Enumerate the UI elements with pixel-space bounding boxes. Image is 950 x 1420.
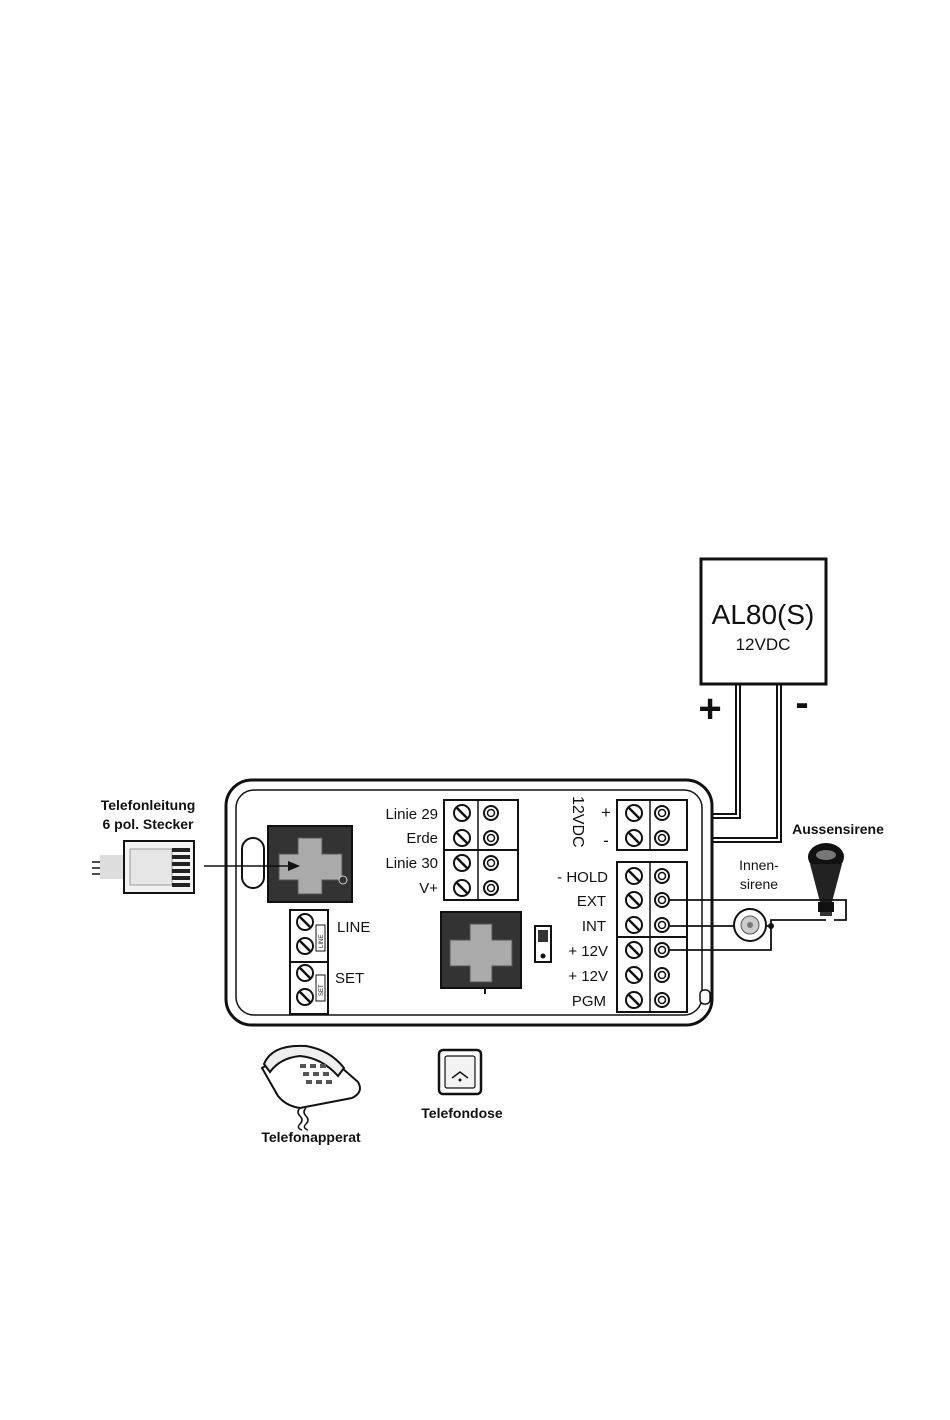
set-label: SET bbox=[335, 970, 364, 987]
power-supply: AL80(S) 12VDC bbox=[701, 559, 826, 684]
jumper bbox=[535, 926, 551, 962]
output-terminal-1-screw-icon bbox=[626, 868, 642, 884]
output-terminal-5-wire-hole-icon bbox=[655, 968, 669, 982]
indoor-siren-icon bbox=[734, 909, 766, 941]
phone-socket-label: Telefondose bbox=[421, 1105, 503, 1121]
terminal-label-12v-1: + 12V bbox=[568, 943, 608, 960]
terminal-label-linie-29: Linie 29 bbox=[385, 806, 438, 823]
telephone-label: Telefonapperat bbox=[261, 1129, 361, 1145]
line-set-terminal-4-screw-icon bbox=[297, 989, 313, 1005]
dc-terminal-2-wire-hole-icon bbox=[655, 831, 669, 845]
phone-socket-icon bbox=[439, 1050, 481, 1094]
lines-terminal-3-screw-icon bbox=[454, 855, 470, 871]
dc-terminal-1-wire-hole-icon bbox=[655, 806, 669, 820]
dc-block-label: 12VDC bbox=[569, 796, 586, 848]
rj-plug bbox=[92, 841, 194, 893]
lines-terminal-1-screw-icon bbox=[454, 805, 470, 821]
lines-terminal-block bbox=[444, 800, 518, 900]
terminal-label-linie-30: Linie 30 bbox=[385, 855, 438, 872]
indoor-siren-label: Innen- sirene bbox=[739, 857, 779, 892]
output-terminal-2-screw-icon bbox=[626, 892, 642, 908]
phone-line-label-1: Telefonleitung bbox=[101, 797, 196, 813]
output-terminal-6-screw-icon bbox=[626, 992, 642, 1008]
lines-terminal-4-wire-hole-icon bbox=[484, 881, 498, 895]
lines-terminal-1-wire-hole-icon bbox=[484, 806, 498, 820]
output-terminal-4-wire-hole-icon bbox=[655, 943, 669, 957]
indoor-siren-label-2: sirene bbox=[740, 876, 778, 892]
outdoor-siren-label: Aussensirene bbox=[792, 821, 884, 837]
terminal-label-int: INT bbox=[582, 918, 606, 935]
line-set-terminal-2-screw-icon bbox=[297, 938, 313, 954]
lines-terminal-2-screw-icon bbox=[454, 830, 470, 846]
phone-line-label-2: 6 pol. Stecker bbox=[102, 816, 194, 832]
rj-jack-line bbox=[268, 826, 352, 902]
terminal-label-erde: Erde bbox=[406, 830, 438, 847]
output-terminal-3-screw-icon bbox=[626, 917, 642, 933]
dc-terminal-2-screw-icon bbox=[626, 830, 642, 846]
dc-plus-label: + bbox=[601, 803, 611, 822]
minus-sign: - bbox=[795, 681, 808, 725]
lines-terminal-2-wire-hole-icon bbox=[484, 831, 498, 845]
output-terminal-3-wire-hole-icon bbox=[655, 918, 669, 932]
dc-terminal-1-screw-icon bbox=[626, 805, 642, 821]
phone-line-label: Telefonleitung 6 pol. Stecker bbox=[101, 797, 196, 832]
lines-terminal-3-wire-hole-icon bbox=[484, 856, 498, 870]
outdoor-siren-icon bbox=[808, 843, 844, 916]
line-set-terminal-block: LINE SET bbox=[290, 910, 328, 1014]
line-set-terminal-1-screw-icon bbox=[297, 914, 313, 930]
output-terminal-6-wire-hole-icon bbox=[655, 993, 669, 1007]
plus-sign: + bbox=[698, 687, 721, 731]
dc-minus-label: - bbox=[603, 831, 609, 850]
terminal-label-ext: EXT bbox=[577, 893, 606, 910]
output-terminal-1-wire-hole-icon bbox=[655, 869, 669, 883]
terminal-label-pgm: PGM bbox=[572, 993, 606, 1010]
output-terminal-5-screw-icon bbox=[626, 967, 642, 983]
terminal-label-v-plus: V+ bbox=[419, 880, 438, 897]
output-terminal-2-wire-hole-icon bbox=[655, 893, 669, 907]
indoor-siren-label-1: Innen- bbox=[739, 857, 779, 873]
outputs-terminal-block bbox=[617, 862, 687, 1012]
terminal-label-hold: - HOLD bbox=[557, 869, 608, 886]
set-chip-label: SET bbox=[319, 984, 325, 996]
output-terminal-4-screw-icon bbox=[626, 942, 642, 958]
terminal-label-12v-2: + 12V bbox=[568, 968, 608, 985]
lines-terminal-4-screw-icon bbox=[454, 880, 470, 896]
power-supply-voltage: 12VDC bbox=[736, 635, 791, 654]
line-set-terminal-3-screw-icon bbox=[297, 965, 313, 981]
line-label: LINE bbox=[337, 919, 370, 936]
power-supply-name: AL80(S) bbox=[712, 599, 815, 630]
dc-terminal-block bbox=[617, 800, 687, 850]
line-chip-label: LINE bbox=[319, 935, 325, 948]
mounting-slot bbox=[242, 838, 264, 888]
rj-jack-phone bbox=[441, 912, 521, 994]
telephone-icon bbox=[262, 1046, 360, 1130]
